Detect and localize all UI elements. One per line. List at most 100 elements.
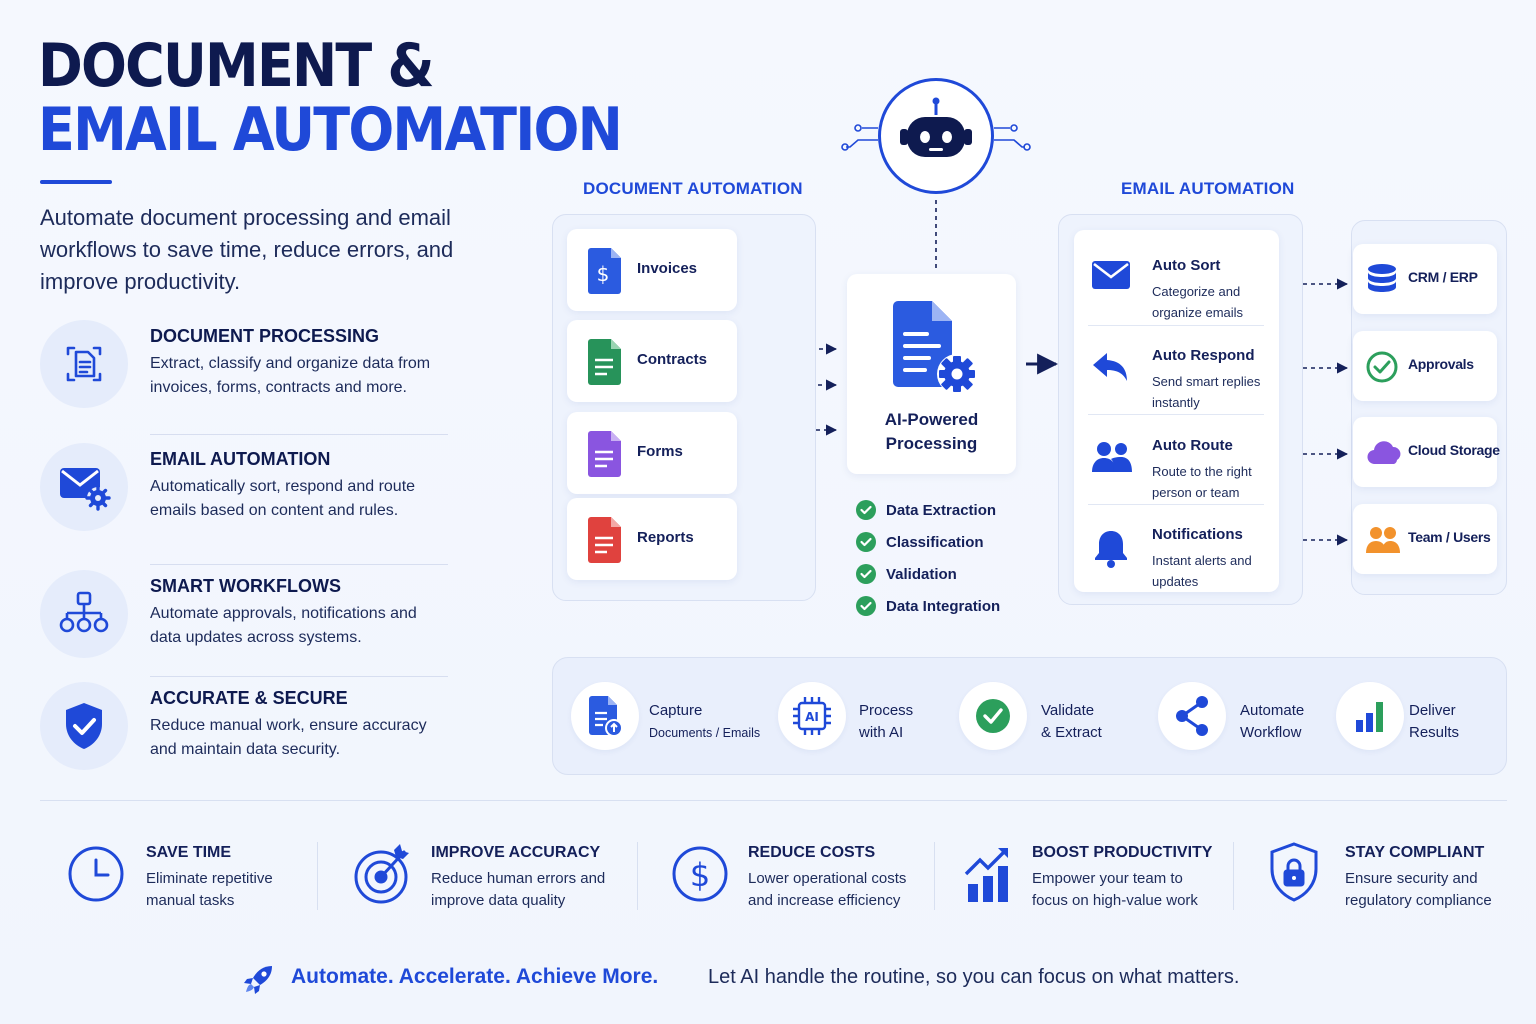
- doc-card-contracts[interactable]: Contracts: [567, 320, 737, 402]
- lock-shield-icon: [1266, 840, 1322, 911]
- check-icon: [856, 564, 876, 584]
- target-icon: [352, 840, 416, 911]
- email-item-auto-sort[interactable]: Auto Sort Categorize and organize emails: [1075, 235, 1278, 323]
- svg-text:$: $: [690, 856, 710, 894]
- users-icon: [1091, 439, 1133, 480]
- email-item-desc: Route to the right person or team: [1152, 464, 1252, 500]
- email-divider: [1088, 414, 1264, 415]
- destination-label: Approvals: [1408, 356, 1474, 372]
- document-scan-icon: [40, 320, 128, 408]
- team-icon: [1365, 523, 1401, 562]
- title-underline: [40, 180, 112, 184]
- section-divider: [40, 800, 1507, 801]
- tagline-bold: Automate. Accelerate. Achieve More.: [291, 965, 659, 988]
- destination-cloud-storage[interactable]: Cloud Storage: [1353, 417, 1500, 487]
- feature-desc: Automatically sort, respond and route em…: [150, 478, 416, 519]
- feature-desc: Reduce manual work, ensure accuracy and …: [150, 717, 427, 758]
- email-item-auto-respond[interactable]: Auto Respond Send smart replies instantl…: [1075, 325, 1278, 413]
- rocket-icon: [243, 963, 275, 1000]
- growth-chart-icon: [964, 844, 1014, 909]
- feature-divider: [150, 434, 448, 435]
- doc-card-reports[interactable]: Reports: [567, 498, 737, 580]
- report-icon: [585, 516, 623, 569]
- ai-step: Classification: [856, 531, 984, 553]
- doc-card-label: Reports: [637, 529, 694, 546]
- document-gear-icon: [889, 300, 985, 401]
- check-circle-icon: [1365, 350, 1399, 389]
- feature-divider: [150, 564, 448, 565]
- pipeline-step-capture: Capture Documents / Emails: [649, 702, 761, 740]
- email-item-title: Notifications: [1152, 526, 1243, 543]
- doc-card-label: Forms: [637, 443, 683, 460]
- database-icon: [1365, 263, 1399, 302]
- clock-icon: [66, 842, 126, 907]
- benefit-divider: [317, 842, 318, 910]
- email-item-notifications[interactable]: Notifications Instant alerts and updates: [1075, 504, 1278, 592]
- email-item-title: Auto Sort: [1152, 257, 1221, 274]
- destination-label: Cloud Storage: [1408, 442, 1500, 458]
- intro-text: Automate document processing and email w…: [40, 205, 454, 294]
- benefit-divider: [934, 842, 935, 910]
- benefit-divider: [1233, 842, 1234, 910]
- check-badge-icon: [959, 682, 1027, 750]
- workflow-nodes-icon: [1158, 682, 1226, 750]
- contract-icon: [585, 338, 623, 391]
- email-automation-header: EMAIL AUTOMATION: [1121, 179, 1295, 198]
- pipeline-step-process: Process with AI: [859, 702, 914, 741]
- form-icon: [585, 430, 623, 483]
- check-icon: [856, 532, 876, 552]
- email-divider: [1088, 325, 1264, 326]
- ai-processing-label: AI-Powered Processing: [884, 410, 979, 453]
- check-icon: [856, 596, 876, 616]
- reply-arrow-icon: [1091, 349, 1131, 390]
- feature-title: ACCURATE & SECURE: [150, 688, 348, 708]
- feature-title: DOCUMENT PROCESSING: [150, 326, 380, 346]
- destination-approvals[interactable]: Approvals: [1353, 331, 1497, 401]
- destination-team-users[interactable]: Team / Users: [1353, 504, 1497, 574]
- email-item-auto-route[interactable]: Auto Route Route to the right person or …: [1075, 415, 1278, 503]
- invoice-icon: $: [585, 247, 623, 300]
- ai-step: Validation: [856, 563, 957, 585]
- document-automation-header: DOCUMENT AUTOMATION: [583, 179, 803, 198]
- feature-title: SMART WORKFLOWS: [150, 576, 341, 596]
- ai-step: Data Extraction: [856, 499, 996, 521]
- robot-badge: [878, 78, 994, 194]
- feature-desc: Extract, classify and organize data from…: [150, 355, 431, 396]
- pipeline-step-automate: Automate Workflow: [1240, 702, 1305, 741]
- pipeline-step-validate: Validate & Extract: [1041, 702, 1102, 741]
- page-title-line-2: EMAIL AUTOMATION: [38, 95, 623, 165]
- bar-chart-icon: [1336, 682, 1404, 750]
- shield-check-icon: [40, 682, 128, 770]
- tagline-rest: Let AI handle the routine, so you can fo…: [708, 966, 1240, 988]
- ai-step: Data Integration: [856, 595, 1000, 617]
- email-divider: [1088, 504, 1264, 505]
- email-item-desc: Categorize and organize emails: [1152, 284, 1244, 320]
- robot-icon: [900, 97, 972, 157]
- dollar-icon: $: [670, 842, 730, 907]
- ai-processing-box: AI-Powered Processing: [847, 274, 1016, 474]
- capture-icon: [571, 682, 639, 750]
- benefit-divider: [637, 842, 638, 910]
- circuit-lines: [841, 124, 1031, 151]
- destination-label: CRM / ERP: [1408, 269, 1478, 285]
- svg-text:$: $: [597, 262, 610, 286]
- bell-icon: [1091, 528, 1131, 573]
- svg-text:AI: AI: [805, 710, 819, 724]
- feature-desc: Automate approvals, notifications and da…: [150, 605, 417, 646]
- feature-divider: [150, 676, 448, 677]
- check-icon: [856, 500, 876, 520]
- email-item-title: Auto Respond: [1152, 347, 1255, 364]
- email-item-desc: Instant alerts and updates: [1152, 553, 1252, 589]
- email-item-title: Auto Route: [1152, 437, 1233, 454]
- destination-crm-erp[interactable]: CRM / ERP: [1353, 244, 1497, 314]
- doc-card-forms[interactable]: Forms: [567, 412, 737, 494]
- destination-label: Team / Users: [1408, 529, 1491, 545]
- envelope-icon: [1091, 259, 1131, 296]
- doc-card-label: Contracts: [637, 351, 708, 368]
- email-gear-icon: [40, 443, 128, 531]
- cloud-icon: [1365, 436, 1401, 475]
- doc-card-label: Invoices: [637, 260, 698, 277]
- email-item-desc: Send smart replies instantly: [1152, 374, 1261, 410]
- workflow-tree-icon: [40, 570, 128, 658]
- doc-card-invoices[interactable]: $ Invoices: [567, 229, 737, 311]
